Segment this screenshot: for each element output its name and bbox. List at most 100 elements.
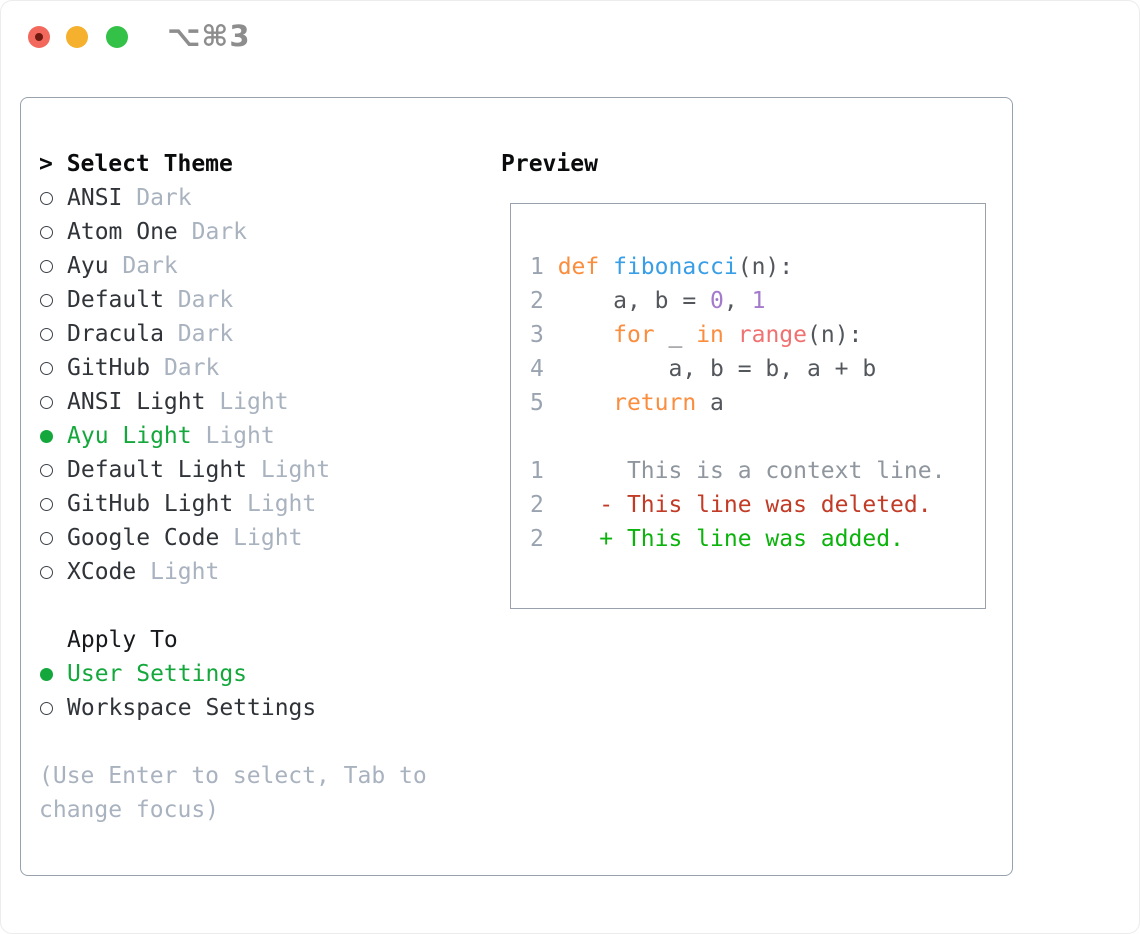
token-added: + This line was added. — [557, 526, 904, 552]
code-line: 3 for _ in range(n): — [530, 318, 985, 352]
spacer — [39, 589, 427, 623]
token-fg — [724, 322, 738, 348]
select-theme-header: > Select Theme — [39, 151, 233, 177]
radio-icon — [39, 521, 67, 555]
token-fg: (n): — [737, 254, 794, 280]
token-fg: a, b = b, a + b — [557, 356, 877, 382]
theme-name: Ayu — [67, 253, 109, 279]
line-number: 2 — [530, 526, 558, 552]
theme-variant: Light — [219, 525, 303, 551]
theme-option-ansi-light[interactable]: ANSI Light Light — [39, 385, 427, 419]
theme-option-default-light[interactable]: Default Light Light — [39, 453, 427, 487]
line-number: 1 — [530, 458, 558, 484]
apply-to-header: Apply To — [67, 627, 178, 653]
theme-variant: Light — [247, 457, 331, 483]
token-keyword: for — [613, 322, 655, 348]
token-fg: a — [696, 390, 724, 416]
line-number: 5 — [530, 390, 558, 416]
line-number: 2 — [530, 288, 558, 314]
theme-variant: Light — [233, 491, 317, 517]
token-number: 0 — [710, 288, 724, 314]
preview-header: Preview — [501, 151, 598, 177]
line-number: 2 — [530, 492, 558, 518]
theme-option-ayu-light[interactable]: Ayu Light Light — [39, 419, 427, 453]
apply-option-user-settings[interactable]: User Settings — [39, 657, 427, 691]
token-fg — [558, 322, 613, 348]
theme-option-github[interactable]: GitHub Dark — [39, 351, 427, 385]
apply-option-workspace-settings[interactable]: Workspace Settings — [39, 691, 427, 725]
theme-variant: Light — [205, 389, 289, 415]
radio-icon — [39, 181, 67, 215]
theme-name: Default — [67, 287, 164, 313]
apply-option-label: User Settings — [67, 661, 248, 687]
token-function: fibonacci — [613, 254, 738, 280]
theme-variant: Dark — [177, 219, 248, 245]
token-builtin: range — [737, 322, 807, 348]
theme-option-ayu[interactable]: Ayu Dark — [39, 249, 427, 283]
token-fg: _ — [654, 322, 697, 348]
radio-icon — [39, 317, 67, 351]
hint-line-2: change focus) — [39, 797, 220, 823]
theme-option-ansi[interactable]: ANSI Dark — [39, 181, 427, 215]
theme-option-xcode[interactable]: XCode Light — [39, 555, 427, 589]
close-dot-icon — [35, 33, 43, 41]
theme-name: Dracula — [67, 321, 164, 347]
radio-icon — [39, 215, 67, 249]
minimize-button[interactable] — [66, 26, 88, 48]
theme-name: XCode — [67, 559, 137, 585]
theme-option-github-light[interactable]: GitHub Light Light — [39, 487, 427, 521]
radio-selected-icon — [39, 657, 67, 691]
theme-option-atom-one[interactable]: Atom One Dark — [39, 215, 427, 249]
theme-variant: Dark — [163, 287, 234, 313]
token-fg: , — [723, 288, 752, 314]
theme-name: GitHub Light — [67, 491, 234, 517]
theme-name: ANSI Light — [67, 389, 206, 415]
token-fg — [599, 254, 613, 280]
radio-icon — [39, 249, 67, 283]
token-context: This is a context line. — [557, 458, 946, 484]
apply-option-label: Workspace Settings — [67, 695, 317, 721]
theme-option-google-code[interactable]: Google Code Light — [39, 521, 427, 555]
theme-name: Ayu Light — [67, 423, 192, 449]
token-fg: (n): — [807, 322, 863, 348]
titlebar: ⌥⌘3 — [0, 0, 1140, 70]
zoom-button[interactable] — [106, 26, 128, 48]
theme-option-default[interactable]: Default Dark — [39, 283, 427, 317]
theme-name: Google Code — [67, 525, 220, 551]
token-number: 1 — [751, 288, 766, 314]
spacer — [39, 725, 427, 759]
radio-icon — [39, 351, 67, 385]
theme-option-dracula[interactable]: Dracula Dark — [39, 317, 427, 351]
line-number: 4 — [530, 356, 558, 382]
theme-variant: Dark — [122, 185, 192, 211]
code-line: 4 a, b = b, a + b — [530, 352, 985, 386]
radio-icon — [39, 283, 67, 317]
theme-name: ANSI — [67, 185, 123, 211]
radio-icon — [39, 555, 67, 589]
code-line: 1 def fibonacci(n): — [530, 250, 985, 284]
radio-selected-icon — [39, 419, 67, 453]
token-fg — [558, 390, 613, 416]
theme-variant: Dark — [150, 355, 220, 381]
code-line: 2 a, b = 0, 1 — [530, 284, 985, 318]
theme-variant: Light — [136, 559, 220, 585]
close-button[interactable] — [28, 26, 50, 48]
token-keyword: in — [696, 322, 724, 348]
radio-icon — [39, 487, 67, 521]
token-deleted: - This line was deleted. — [557, 492, 932, 518]
theme-variant: Dark — [163, 321, 234, 347]
radio-icon — [39, 385, 67, 419]
theme-variant: Light — [191, 423, 275, 449]
theme-variant: Dark — [108, 253, 178, 279]
blank-line — [530, 420, 985, 454]
radio-icon — [39, 691, 67, 725]
theme-name: Atom One — [67, 219, 178, 245]
line-number: 3 — [530, 322, 558, 348]
code-line: 2 - This line was deleted. — [530, 488, 985, 522]
